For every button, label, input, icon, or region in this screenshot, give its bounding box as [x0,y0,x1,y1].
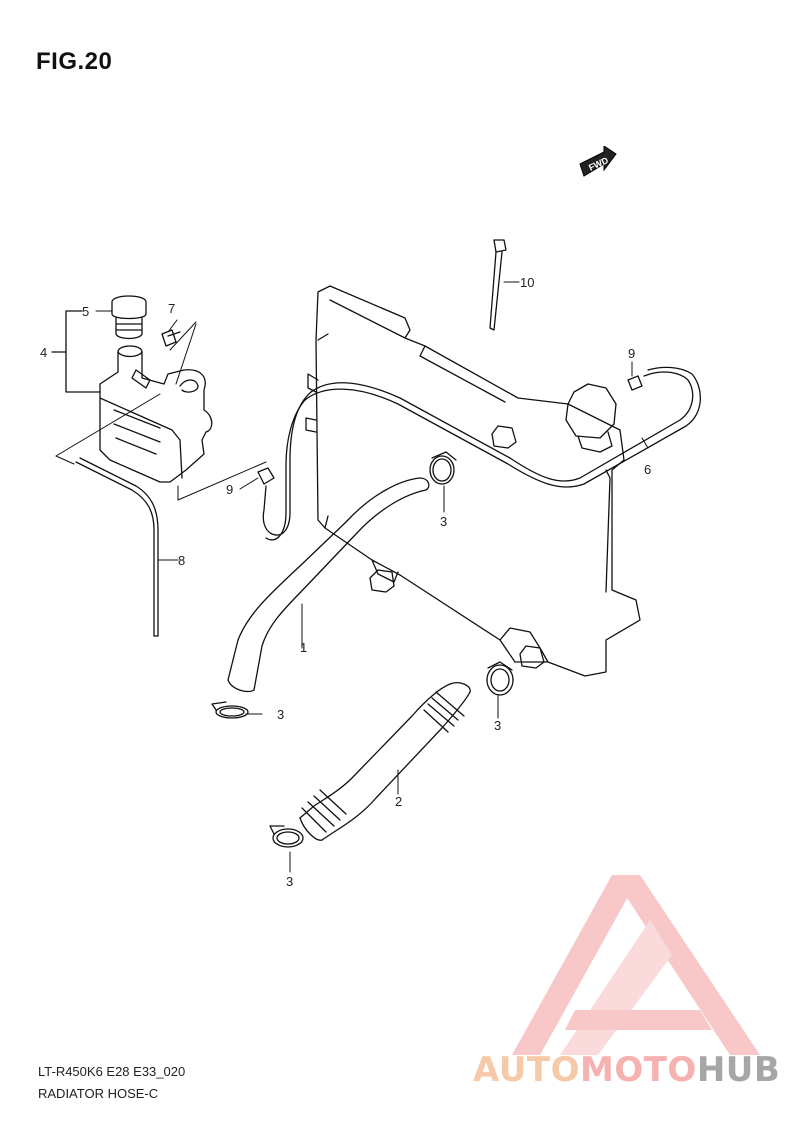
hose-6 [262,366,702,541]
callout-4: 4 [40,345,47,360]
callout-10: 10 [520,275,534,290]
watermark-text: AUTOMOTOHUB [473,1050,780,1090]
diagram-name: RADIATOR HOSE-C [38,1086,159,1101]
callout-7: 7 [168,301,175,316]
callout-1: 1 [300,640,307,655]
watermark-hub: HUB [696,1050,781,1090]
hose-clip [627,375,643,391]
fwd-arrow-icon: FWD [579,146,617,177]
figure-title: FIG.20 [36,48,113,75]
hose-clamp [269,825,304,848]
bolt-7 [161,329,181,347]
reservoir-tank [99,345,213,483]
radiator [305,285,641,677]
hose-2 [299,682,471,841]
hose-8 [75,457,159,637]
callout-3: 3 [440,514,447,529]
watermark-moto: MOTO [579,1050,697,1090]
callout-3: 3 [494,718,501,733]
cable-tie [489,239,507,331]
callout-9: 9 [226,482,233,497]
watermark-logo-icon [512,875,760,1055]
callout-3: 3 [277,707,284,722]
hose-clip [257,467,275,485]
group-bracket [51,310,101,393]
hose-clamp [486,661,514,696]
hose-clamp [211,701,249,719]
callout-9: 9 [628,346,635,361]
callout-2: 2 [395,794,402,809]
callout-8: 8 [178,553,185,568]
reservoir-cap [111,295,147,340]
watermark-auto: AUTO [473,1050,580,1090]
callout-6: 6 [644,462,651,477]
diagram-code: LT-R450K6 E28 E33_020 [38,1064,186,1079]
callout-5: 5 [82,304,89,319]
hose-1 [227,477,430,693]
hose-clamp [429,451,457,485]
callout-3: 3 [286,874,293,889]
